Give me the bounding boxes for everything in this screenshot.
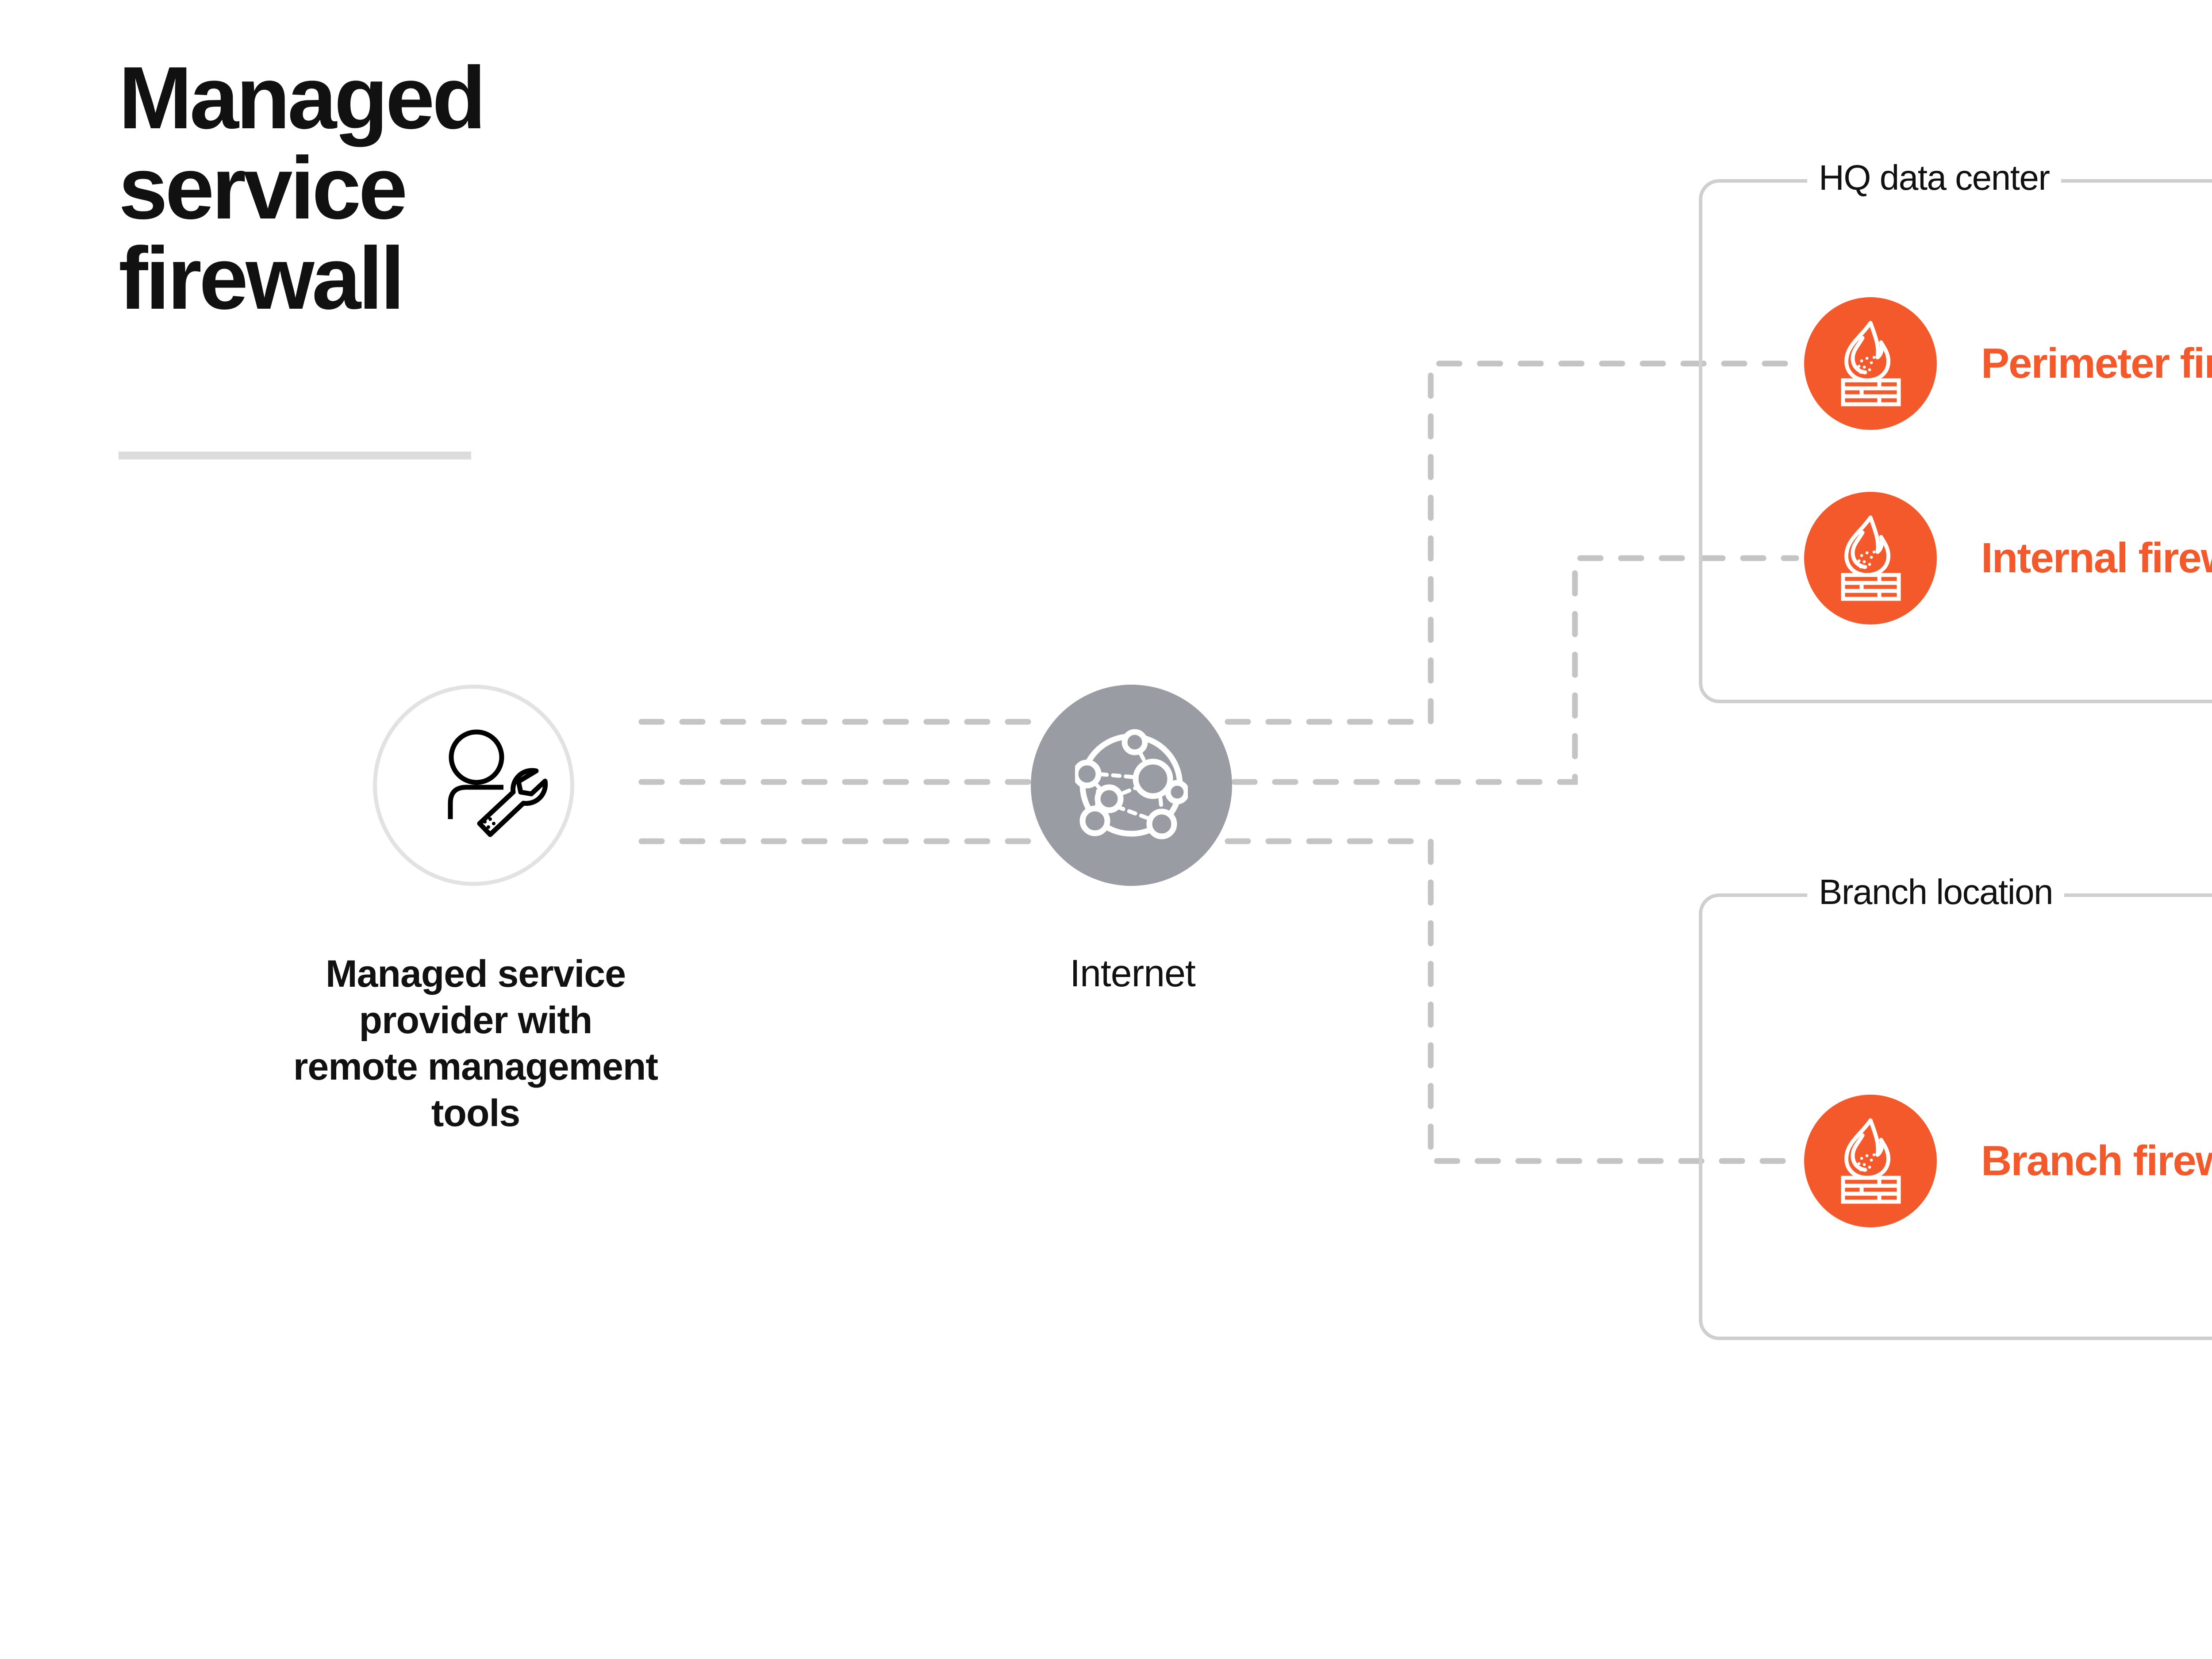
internet-node-circle[interactable] xyxy=(1031,685,1232,886)
firewall-item-branch[interactable]: Branch firewalls xyxy=(1804,1095,2212,1227)
firewall-icon xyxy=(1804,492,1937,625)
person-wrench-icon xyxy=(434,725,553,845)
internet-node-caption: Internet xyxy=(1070,952,1196,995)
firewall-item-internal[interactable]: Internal firewalls xyxy=(1804,492,2212,625)
title-divider xyxy=(119,452,471,460)
msp-node-caption: Managed service provider with remote man… xyxy=(293,953,658,1134)
panel-hq-label: HQ data center xyxy=(1807,160,2061,195)
firewall-item-label: Perimeter firewalls xyxy=(1981,340,2212,387)
firewall-icon xyxy=(1804,1095,1937,1227)
network-globe-icon xyxy=(1072,729,1190,842)
panel-branch-label: Branch location xyxy=(1807,874,2064,910)
page-title: Managed service firewall xyxy=(119,49,486,328)
firewall-item-perimeter[interactable]: Perimeter firewalls xyxy=(1804,297,2212,430)
firewall-item-label: Branch firewalls xyxy=(1981,1137,2212,1184)
title-block: Managed service firewall xyxy=(119,53,738,324)
panel-hq-data-center xyxy=(1699,179,2212,703)
firewall-item-label: Internal firewalls xyxy=(1981,534,2212,582)
firewall-icon xyxy=(1804,297,1937,430)
